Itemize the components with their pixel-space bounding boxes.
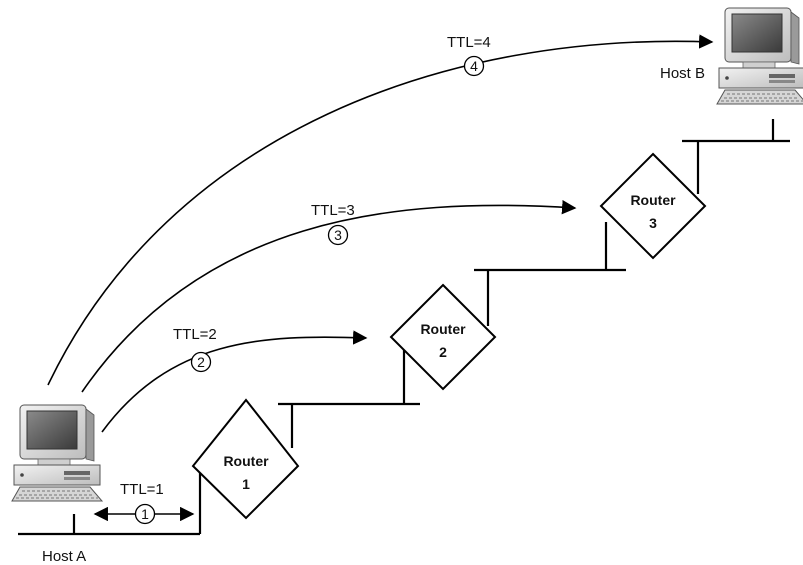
host-b-label: Host B (660, 65, 705, 82)
router-2-number: 2 (439, 344, 447, 360)
hop-2-step: 2 (197, 354, 205, 370)
host-b-computer-icon (717, 8, 803, 104)
router-1-name: Router (223, 453, 269, 469)
hop-4-ttl: TTL=4 (447, 34, 491, 51)
network-segment-r2-r3 (474, 222, 626, 326)
hop-1-ttl: TTL=1 (120, 481, 164, 498)
router-2: Router 2 (391, 285, 495, 389)
hop-4-step: 4 (470, 58, 478, 74)
router-1-number: 1 (242, 476, 250, 492)
router-3-name: Router (630, 192, 676, 208)
network-segment-a (18, 514, 200, 534)
router-1: Router 1 (193, 400, 298, 518)
hop-1-step: 1 (141, 506, 149, 522)
host-a-label: Host A (42, 548, 86, 565)
hop-3-step: 3 (334, 227, 342, 243)
host-a-computer-icon (12, 405, 102, 501)
network-segment-b (682, 119, 790, 194)
router-3-number: 3 (649, 215, 657, 231)
router-2-name: Router (420, 321, 466, 337)
hop-3-ttl: TTL=3 (311, 202, 355, 219)
hop-2-ttl: TTL=2 (173, 326, 217, 343)
router-3: Router 3 (601, 154, 705, 258)
